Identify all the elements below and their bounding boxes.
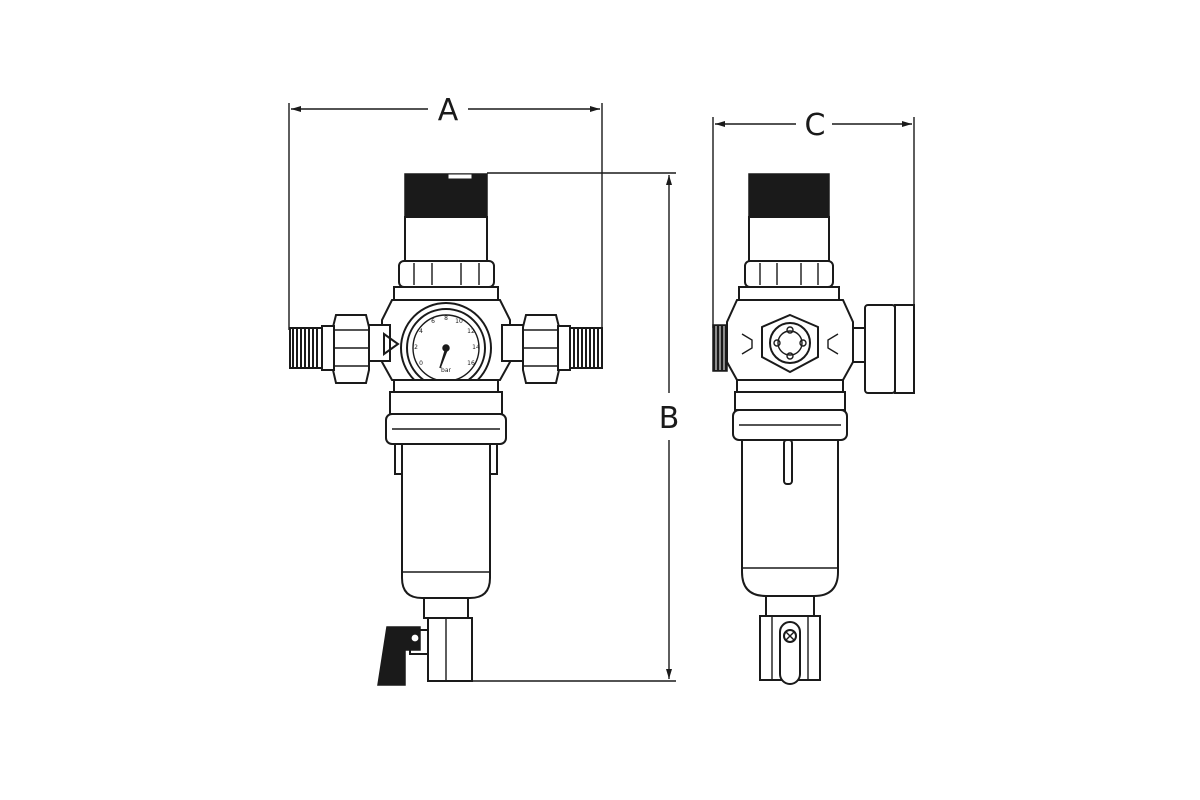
svg-text:6: 6 xyxy=(431,318,435,325)
inlet-connection xyxy=(289,314,391,384)
side-lower-collar xyxy=(736,379,844,393)
svg-text:2: 2 xyxy=(414,344,418,351)
bowl-ring-top xyxy=(389,391,503,415)
side-bowl-clip xyxy=(783,439,793,485)
front-view: 0 2 4 6 8 10 12 14 16 bar xyxy=(289,173,603,686)
gauge-unit: bar xyxy=(441,367,451,374)
side-bowl-ring-top xyxy=(734,391,846,411)
lower-collar xyxy=(393,379,499,393)
svg-text:12: 12 xyxy=(467,328,475,335)
dimension-b-label: B xyxy=(659,401,680,436)
gauge-scale: 0 2 4 6 8 10 12 14 16 xyxy=(414,315,480,367)
side-valve-shoulder xyxy=(738,286,840,301)
dimension-a: A xyxy=(288,93,603,330)
valve-body-shoulder xyxy=(393,286,499,301)
drain-valve-handle-icon xyxy=(377,626,421,686)
svg-text:8: 8 xyxy=(444,315,448,322)
side-spring-housing xyxy=(748,216,830,262)
inlet-thread xyxy=(289,327,323,369)
filter-bowl xyxy=(401,443,491,599)
outlet-connection xyxy=(501,314,603,384)
drain-valve xyxy=(377,617,473,686)
dimension-a-label: A xyxy=(438,93,459,128)
upper-hex-nut xyxy=(398,260,495,288)
side-port xyxy=(741,313,839,374)
side-pressure-gauge xyxy=(852,304,915,394)
spring-housing xyxy=(404,216,488,262)
svg-text:14: 14 xyxy=(472,344,480,351)
side-upper-hex-nut xyxy=(744,260,834,288)
outlet-thread xyxy=(569,327,603,369)
svg-text:10: 10 xyxy=(455,318,463,325)
side-view xyxy=(712,173,915,685)
svg-text:4: 4 xyxy=(419,328,423,335)
side-drain-neck xyxy=(765,595,815,617)
flow-direction-arrow-icon xyxy=(383,332,400,356)
side-drain-valve xyxy=(759,615,821,685)
svg-text:16: 16 xyxy=(467,360,475,367)
adjustment-cap xyxy=(404,173,488,218)
dimension-b: B xyxy=(472,172,680,682)
dimension-c: C xyxy=(712,108,915,328)
dimension-c-label: C xyxy=(805,108,826,143)
svg-text:0: 0 xyxy=(419,360,423,367)
drain-neck xyxy=(423,597,469,619)
side-adjustment-cap xyxy=(748,173,830,218)
